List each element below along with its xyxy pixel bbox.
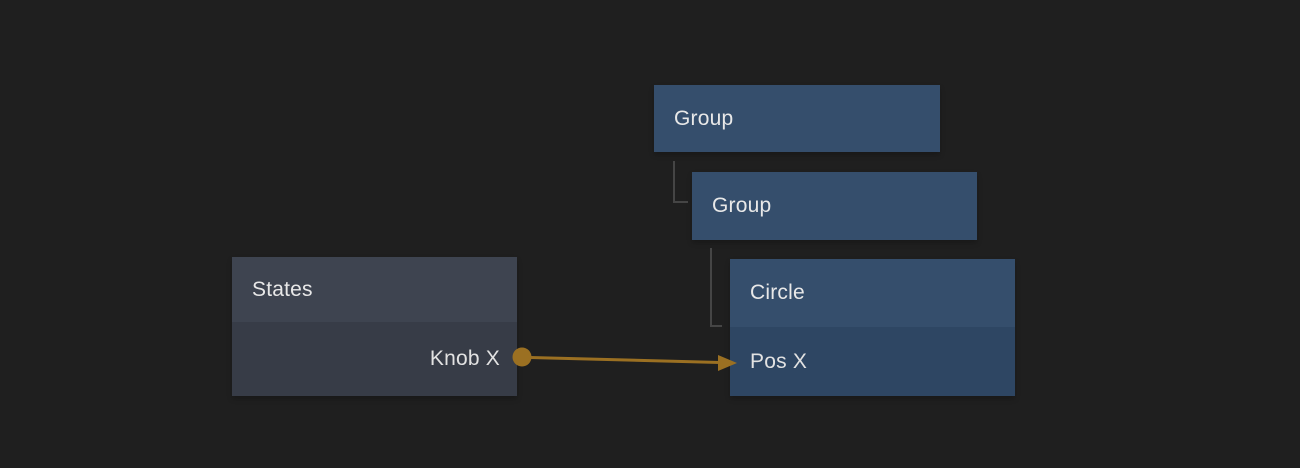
node-circle-header[interactable]: Circle	[730, 259, 1015, 327]
node-group-2[interactable]: Group	[692, 172, 977, 240]
node-title: Group	[674, 106, 734, 130]
node-group-1-header[interactable]: Group	[654, 85, 940, 152]
node-title: States	[252, 277, 313, 301]
port-row-knob-x[interactable]: Knob X	[232, 322, 517, 396]
node-title: Circle	[750, 281, 805, 304]
node-states[interactable]: States Knob X	[232, 257, 517, 396]
connection-knobx-posx[interactable]	[512, 347, 738, 372]
connection-wire[interactable]	[529, 356, 721, 364]
port-row-pos-x[interactable]: Pos X	[730, 327, 1015, 396]
node-group-1[interactable]: Group	[654, 85, 940, 152]
node-circle[interactable]: Circle Pos X	[730, 259, 1015, 396]
node-states-header[interactable]: States	[232, 257, 517, 322]
output-port-label: Knob X	[429, 347, 500, 370]
node-title: Group	[712, 194, 772, 217]
node-group-2-header[interactable]: Group	[692, 172, 977, 240]
tree-connector-group2-circle	[710, 248, 722, 327]
tree-connector-group1-group2	[673, 161, 688, 203]
input-port-label: Pos X	[750, 349, 808, 373]
